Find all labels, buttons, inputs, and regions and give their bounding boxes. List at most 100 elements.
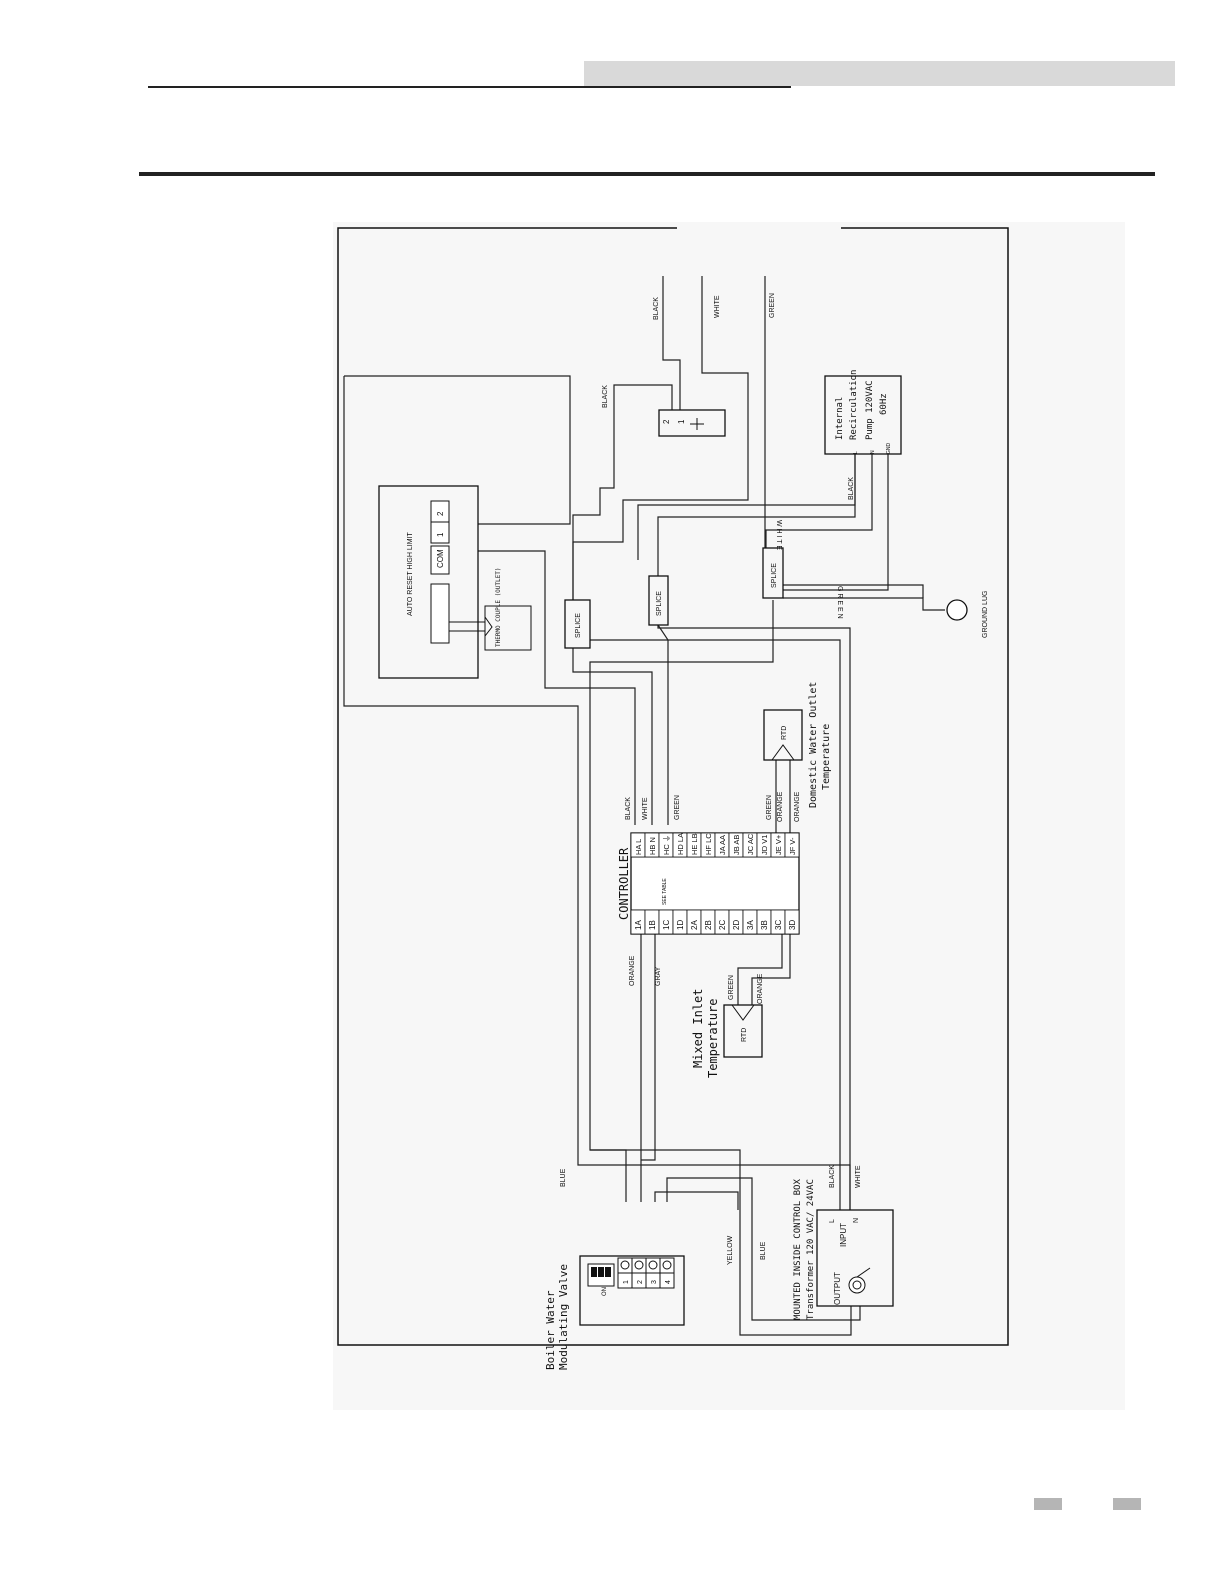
label-black-switch: BLACK <box>602 385 609 408</box>
controller-right-terminal: HC ⏚ <box>662 835 671 855</box>
valve-pin-1: 1 <box>623 1280 630 1284</box>
controller-right-terminal: JB AB <box>732 835 741 855</box>
auto-reset-terminal-2: 2 <box>436 511 445 516</box>
controller-left-terminal: 1C <box>662 920 671 930</box>
label-rtd1-orange: ORANGE <box>777 791 784 822</box>
diagram-frame <box>337 227 1009 1346</box>
splice-1-label: SPLICE <box>575 613 582 638</box>
splice-1: SPLICE <box>564 599 591 649</box>
controller-right-terminal: JD V1 <box>760 835 769 855</box>
transformer-in-n: N <box>853 1218 860 1223</box>
pump-line-2: Recirculation <box>849 370 859 440</box>
auto-reset-com: COM <box>436 549 445 568</box>
controller-left-terminal: 3D <box>788 920 797 930</box>
thermocouple: THERMO COUPLE (OUTLET) <box>449 568 532 651</box>
wires <box>343 276 945 1336</box>
controller-right-terminal: HB N <box>648 837 657 855</box>
auto-reset-title: AUTO RESET HIGH LIMIT <box>407 532 414 616</box>
label-white-top: WHITE <box>714 295 721 318</box>
pump-line-4: 60Hz <box>879 393 889 415</box>
transformer: INPUT OUTPUT L N MOUNTED INSIDE CONTROL … <box>793 1179 894 1320</box>
pump-pin-n: N <box>870 450 876 454</box>
controller-right-terminal: JC AC <box>746 833 755 855</box>
controller-right-terminal: HE LB <box>690 833 699 855</box>
label-yellow: YELLOW <box>727 1235 734 1265</box>
label-black-pump: BLACK <box>848 477 855 500</box>
label-white-pump: W H I T E <box>775 520 782 550</box>
controller-left-terminal: 2C <box>718 920 727 930</box>
controller-left-terminal: 3A <box>746 920 755 930</box>
ground-lug-label: GROUND LUG <box>982 591 989 638</box>
switch-label-2: 2 <box>662 419 671 424</box>
mixed-inlet-line-2: Temperature <box>706 999 720 1078</box>
label-rtd2-green: GREEN <box>728 975 735 1000</box>
domestic-outlet-line-2: Temperature <box>821 724 832 790</box>
transformer-line-1: MOUNTED INSIDE CONTROL BOX <box>793 1179 803 1320</box>
transformer-line-2: Transformer 120 VAC/ 24VAC <box>806 1179 816 1320</box>
label-blue-right: BLUE <box>760 1241 767 1260</box>
controller-right-terminal: JA AA <box>718 835 727 855</box>
label-ctrl-white: WHITE <box>642 797 649 820</box>
controller-left-terminal: 2B <box>704 920 713 930</box>
controller-right-terminal: HD LA <box>676 833 685 855</box>
splice-3-label: SPLICE <box>771 563 778 588</box>
rtd-mixed-inlet: RTD Mixed Inlet Temperature <box>691 989 763 1078</box>
mixed-inlet-line-1: Mixed Inlet <box>691 989 705 1068</box>
wire-labels: BLACK WHITE GREEN BLACK BLACK W H I T E … <box>560 293 862 1265</box>
switch-label-1: 1 <box>677 419 686 424</box>
thermocouple-label: THERMO COUPLE (OUTLET) <box>495 568 502 647</box>
domestic-outlet-line-1: Domestic Water Outlet <box>808 682 819 808</box>
controller-left-cell <box>784 909 800 935</box>
controller-left-terminal: 3C <box>774 920 783 930</box>
valve-pin-3: 3 <box>651 1280 658 1284</box>
pump-line-1: Internal <box>835 397 845 440</box>
header-bar <box>584 61 1175 86</box>
controller-right-terminal: JF V- <box>788 837 797 855</box>
rtd-domestic-outlet: RTD Domestic Water Outlet Temperature <box>763 682 832 808</box>
label-ctrl-green: GREEN <box>674 795 681 820</box>
label-ctrl-black: BLACK <box>625 797 632 820</box>
diagram-background <box>333 222 1125 1410</box>
controller-right-terminal: JE V+ <box>774 834 783 855</box>
rtd-inlet-label: RTD <box>741 1028 748 1042</box>
pump-pin-l: L <box>853 451 859 454</box>
controller-left-terminal: 2A <box>690 920 699 930</box>
splice-3: SPLICE <box>762 547 784 599</box>
footer-tab-left <box>1034 1498 1062 1510</box>
section-rule <box>139 172 1155 176</box>
pump-pin-gnd: GND <box>886 443 892 455</box>
switch: 2 1 <box>658 409 726 437</box>
splice-2-label: SPLICE <box>656 591 663 616</box>
controller-right-terminal: HA L <box>634 839 643 855</box>
pump-line-3: Pump 120VAC <box>865 380 875 440</box>
label-rtd2-orange: ORANGE <box>757 973 764 1004</box>
valve-line-1: Boiler Water <box>544 1290 557 1370</box>
valve-line-2: Modulating Valve <box>557 1264 570 1370</box>
controller-right-cell <box>784 832 800 858</box>
ground-lug: GROUND LUG <box>946 591 989 638</box>
label-tx-white: WHITE <box>855 1165 862 1188</box>
label-rtd1-green: GREEN <box>766 795 773 820</box>
footer-tab-right <box>1113 1498 1141 1510</box>
valve-dip-on: ON <box>602 1287 608 1296</box>
splice-2: SPLICE <box>648 575 669 626</box>
label-rtd1-orange-2: ORANGE <box>794 791 801 822</box>
controller-right-terminal: HF LC <box>704 833 713 855</box>
controller-left-terminal: 1A <box>634 920 643 930</box>
transformer-output: OUTPUT <box>833 1272 842 1305</box>
label-green-top: GREEN <box>769 293 776 318</box>
auto-reset-terminal-1: 1 <box>436 532 445 537</box>
controller-left-terminal: 1D <box>676 920 685 930</box>
controller-title: CONTROLLER <box>617 847 631 920</box>
label-black-top: BLACK <box>653 297 660 320</box>
label-green-ground: G R E E N <box>836 586 843 619</box>
valve-pin-4: 4 <box>665 1280 672 1284</box>
controller-side-label: SEE TABLE <box>662 878 668 905</box>
transformer-in-l: L <box>829 1219 836 1223</box>
controller-left-terminal: 2D <box>732 920 741 930</box>
controller-left-terminal: 3B <box>760 920 769 930</box>
label-ctrl-gray: GRAY <box>655 966 662 986</box>
auto-reset-high-limit: AUTO RESET HIGH LIMIT COM 1 2 <box>378 485 479 679</box>
